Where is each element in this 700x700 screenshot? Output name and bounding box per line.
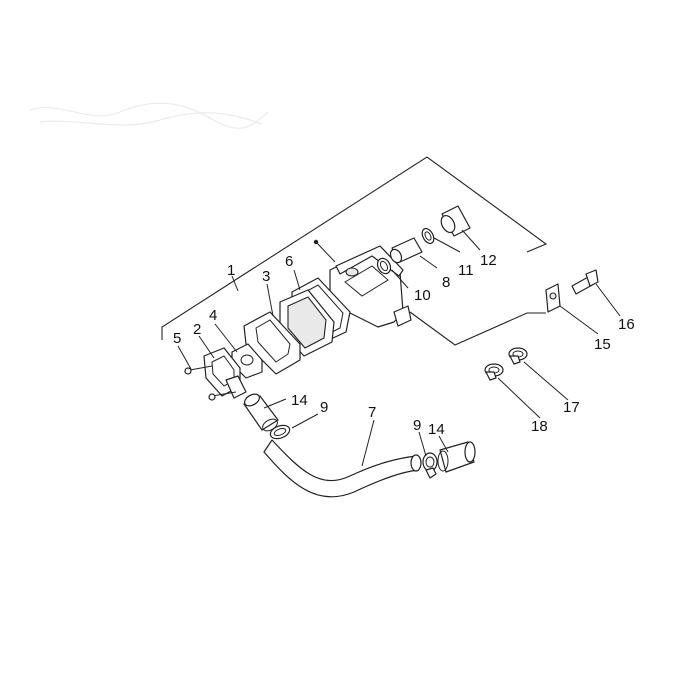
part-11-ring <box>421 227 435 245</box>
part-8-tube <box>389 237 423 264</box>
callout-15: 15 <box>594 336 611 353</box>
part-9-clamp-right <box>422 452 438 479</box>
callout-3: 3 <box>262 268 270 285</box>
leader-lines <box>177 229 621 467</box>
callout-11: 11 <box>458 262 474 279</box>
assembly-frame <box>161 156 548 346</box>
callout-16: 16 <box>618 316 635 333</box>
callout-5: 5 <box>173 330 181 347</box>
part-12-cap <box>440 205 471 237</box>
part-5-screws <box>184 365 237 401</box>
part-16-bolt <box>571 269 599 295</box>
part-10-clamp <box>376 257 392 275</box>
callout-9-left: 9 <box>320 399 328 416</box>
part-15-bracket <box>545 283 561 313</box>
part-17-clamp <box>508 347 528 365</box>
part-7-hose <box>263 439 422 498</box>
watermark <box>29 102 269 129</box>
part-18-clamp <box>484 363 504 381</box>
part-2-flange <box>203 347 247 399</box>
callout-2: 2 <box>193 321 201 338</box>
callout-8: 8 <box>442 274 450 291</box>
callout-9-right: 9 <box>413 417 421 434</box>
part-14-sleeve-left <box>243 393 279 432</box>
callout-labels: 1 2 3 4 5 6 7 8 9 9 10 11 12 14 14 15 16… <box>173 252 635 438</box>
callout-14-right: 14 <box>428 421 445 438</box>
callout-7: 7 <box>368 404 376 421</box>
part-14-sleeve-right <box>437 441 476 473</box>
part-9-clamp-left <box>269 424 291 440</box>
callout-6: 6 <box>285 253 293 270</box>
cover-plate <box>243 311 301 375</box>
callout-10: 10 <box>414 287 431 304</box>
callout-18: 18 <box>531 418 548 435</box>
callout-4: 4 <box>209 307 217 324</box>
callout-1: 1 <box>227 262 235 279</box>
callout-17: 17 <box>563 399 580 416</box>
callout-12: 12 <box>480 252 497 269</box>
callout-14-left: 14 <box>291 392 308 409</box>
